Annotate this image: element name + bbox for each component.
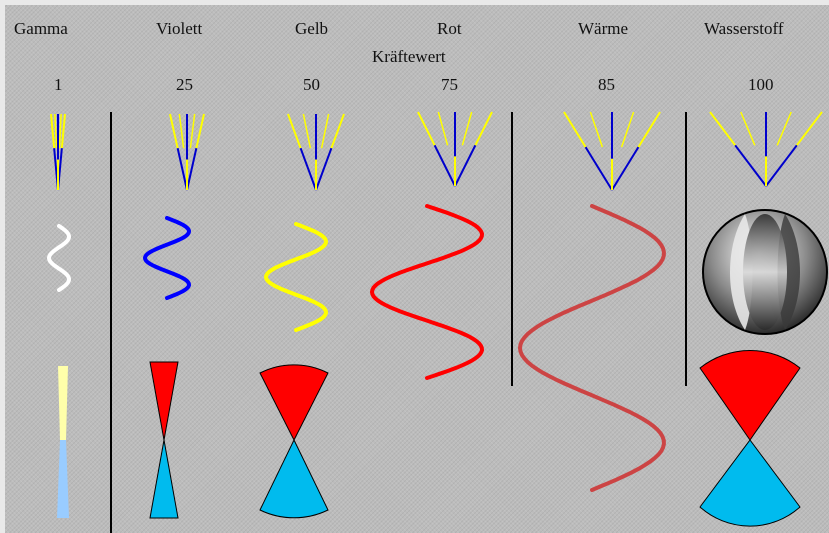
ray-arrow-icon [287,113,345,191]
column-value-rot: 75 [441,75,458,94]
ray-arrow-icon [169,113,205,191]
hourglass-cone-icon [259,364,329,519]
column-header-gelb: Gelb [295,19,329,38]
column-header-wasserstoff: Wasserstoff [704,19,784,38]
gelb-wave [263,222,329,332]
column-value-violett: 25 [176,75,193,94]
hydrogen-sphere-icon [702,209,828,335]
column-value-wasserstoff: 100 [748,75,774,94]
column-value-gelb: 50 [303,75,320,94]
ray-arrow-icon [563,111,661,191]
waerme-wave [517,204,666,492]
diagram-title: Kräftewert [372,47,446,66]
column-header-waerme: Wärme [578,19,629,38]
column-header-rot: Rot [437,19,462,38]
hourglass-cone-icon [699,350,801,527]
hourglass-cone-icon [149,361,179,519]
ray-arrow-icon [417,111,493,187]
frame-top-border [0,0,829,5]
ray-arrow-icon [50,113,66,191]
frame-left-border [0,0,5,533]
column-header-violett: Violett [156,19,203,38]
column-value-waerme: 85 [598,75,615,94]
violett-wave [142,216,192,300]
ray-arrow-icon [709,111,823,187]
gamma-cone-icon [57,366,69,518]
column-header-gamma: Gamma [14,19,68,38]
column-value-gamma: 1 [54,75,63,94]
gamma-wave [46,224,71,292]
rot-wave [369,204,485,380]
